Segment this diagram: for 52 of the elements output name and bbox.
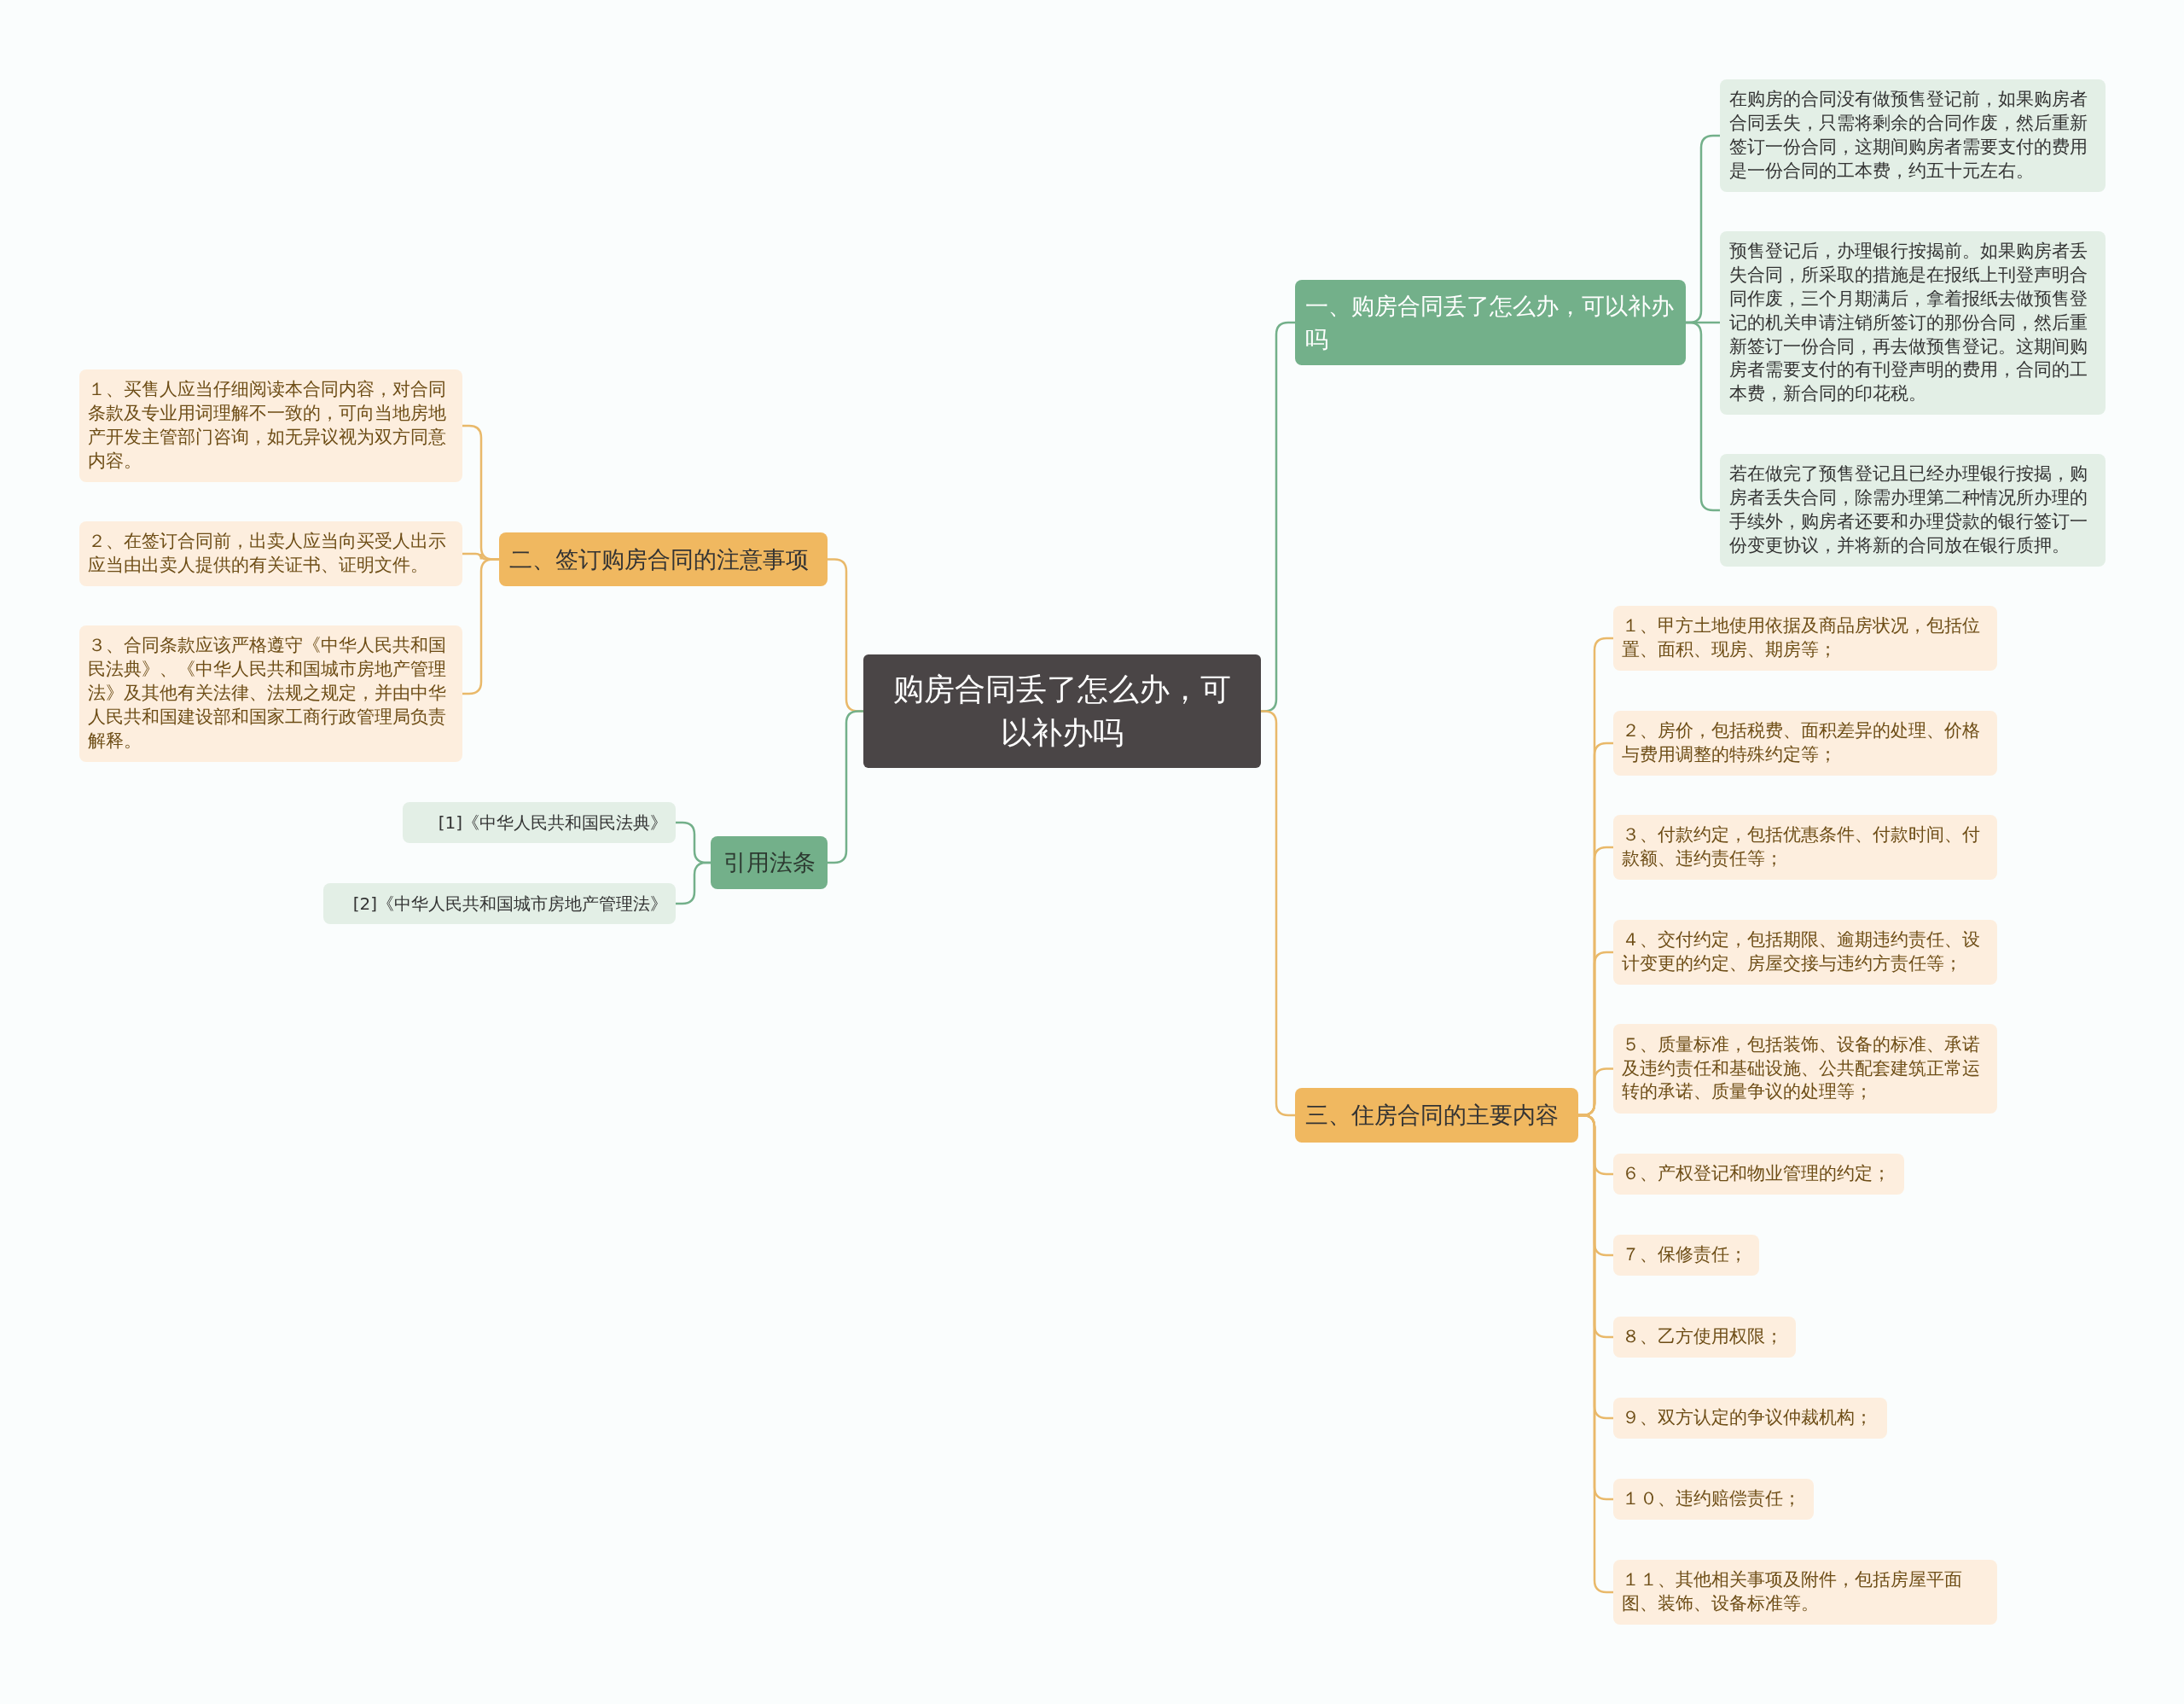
connector-line (1261, 710, 1295, 1117)
connector-line (1686, 321, 1720, 512)
branch-topic (499, 532, 828, 586)
topic-text: 预售登记后，办理银行按揭前。如果购房者丢失合同，所采取的措施是在报纸上刊登声明合同作废，三个月期满后，拿着报纸去做预售登记的机关申请注销所签订的那份合同，然后重新签订一份合同，再去做预售登记。这期间购房者需要支付的有刊登声明的费用，合同的工本费，新合同的印花税。 (1729, 240, 2088, 406)
topic-text: １０、违约赔偿责任； (1622, 1487, 1801, 1511)
topic-text: １１、其他相关事项及附件，包括房屋平面图、装饰、设备标准等。 (1622, 1568, 1963, 1615)
topic-text: 若在做完了预售登记且已经办理银行按揭，购房者丢失合同，除需办理第二种情况所办理的手续外，购房者还要和办理贷款的银行签订一份变更协议，并将新的合同放在银行质押。 (1729, 462, 2088, 557)
topic-text: ２、在签订合同前，出卖人应当向买受人出示应当由出卖人提供的有关证书、证明文件。 (88, 530, 447, 577)
topic-text: 购房合同丢了怎么办，可以补办吗 (892, 671, 1232, 752)
central-topic (863, 654, 1261, 768)
topic-text: 一、购房合同丢了怎么办，可以补办吗 (1305, 291, 1675, 354)
topic-text: ９、双方认定的争议仲裁机构； (1622, 1406, 1873, 1430)
topic-text: ３、付款约定，包括优惠条件、付款时间、付款额、违约责任等； (1622, 823, 1981, 870)
note-card (1613, 606, 1997, 671)
note-card (1613, 1154, 1904, 1195)
citation-card (323, 883, 676, 924)
topic-text: ７、保修责任； (1622, 1243, 1747, 1267)
topic-text: １、甲方土地使用依据及商品房状况，包括位置、面积、现房、期房等； (1622, 614, 1981, 661)
topic-text: 引用法条 (723, 848, 816, 878)
connector-line (462, 558, 499, 695)
topic-text: １、买售人应当仔细阅读本合同内容，对合同条款及专业用词理解不一致的，可向当地房地产开发主管部门咨询，如无异议视为双方同意内容。 (88, 378, 447, 473)
note-card (79, 521, 462, 586)
note-card (1720, 231, 2106, 416)
citation-card (403, 802, 676, 843)
branch-topic (1295, 280, 1686, 365)
note-card (1613, 1235, 1759, 1276)
branch-topic (1295, 1088, 1578, 1143)
topic-text: ８、乙方使用权限； (1622, 1325, 1783, 1349)
topic-text: 三、住房合同的主要内容 (1305, 1101, 1559, 1131)
note-card (1613, 920, 1997, 985)
topic-text: 二、签订购房合同的注意事项 (509, 544, 809, 574)
note-card (1720, 79, 2106, 192)
note-card (1720, 454, 2106, 567)
note-card (1613, 711, 1997, 776)
note-card (1613, 1024, 1997, 1114)
note-card (1613, 1560, 1997, 1625)
note-card (1613, 1398, 1887, 1439)
topic-text: ３、合同条款应该严格遵守《中华人民共和国民法典》、《中华人民共和国城市房地产管理法》及其他有关法律、法规之规定，并由中华人民共和国建设部和国家工商行政管理局负责解释。 (88, 634, 447, 753)
branch-topic (711, 836, 828, 889)
topic-text: 在购房的合同没有做预售登记前，如果购房者合同丢失，只需将剩余的合同作废，然后重新签订一份合同，这期间购房者需要支付的费用是一份合同的工本费，约五十元左右。 (1729, 88, 2088, 183)
note-card (1613, 815, 1997, 880)
topic-text: [2]《中华人民共和国城市房地产管理法》 (352, 893, 667, 915)
note-card (79, 625, 462, 762)
note-card (1613, 1479, 1814, 1520)
connector-line (828, 710, 863, 864)
topic-text: ２、房价，包括税费、面积差异的处理、价格与费用调整的特殊约定等； (1622, 719, 1981, 766)
topic-text: ４、交付约定，包括期限、逾期违约责任、设计变更的约定、房屋交接与违约方责任等； (1622, 928, 1981, 975)
note-card (79, 369, 462, 482)
topic-text: ６、产权登记和物业管理的约定； (1622, 1162, 1891, 1186)
note-card (1613, 1317, 1796, 1358)
topic-text: ５、质量标准，包括装饰、设备的标准、承诺及违约责任和基础设施、公共配套建筑正常运转的承诺、质量争议的处理等； (1622, 1032, 1981, 1104)
topic-text: [1]《中华人民共和国民法典》 (438, 811, 667, 834)
